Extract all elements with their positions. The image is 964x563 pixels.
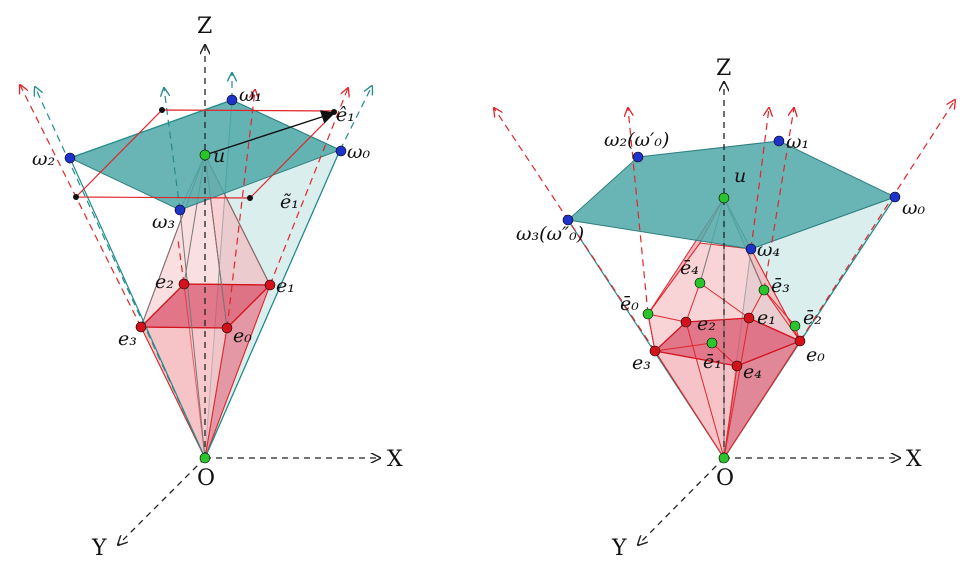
left-node-e0: [221, 322, 233, 334]
right-label-omega1: ω₁: [786, 131, 809, 153]
left-label-omega1: ω₁: [239, 84, 262, 106]
left-node-omega0: [335, 145, 347, 157]
left-black-nodes: [73, 107, 337, 201]
left-label-e3: e₃: [118, 328, 137, 350]
right-label-e0-bar: ē₀: [620, 293, 639, 315]
right-node-omega1: [773, 135, 785, 147]
left-u-to-e1hat-arrow: [204, 110, 336, 156]
right-label-e4-bar: ē₄: [680, 257, 699, 279]
left-label-u: u: [213, 145, 225, 167]
right-node-e3-bar: [758, 284, 770, 296]
right-node-u: [718, 192, 730, 204]
right-node-e3: [649, 345, 661, 357]
right-label-omega3: ω₃(ω″₀): [516, 223, 584, 245]
left-node-omega3: [174, 204, 186, 216]
left-label-omega0: ω₀: [347, 141, 370, 163]
right-axis-z-label: Z: [716, 56, 731, 81]
left-node-omega1: [226, 94, 238, 106]
right-node-omega3: [562, 214, 574, 226]
right-node-omega4: [745, 243, 757, 255]
left-label-e0: e₀: [233, 325, 252, 347]
right-nodes: [562, 135, 901, 464]
right-node-e4-bar: [694, 277, 706, 289]
right-node-origin: [718, 452, 730, 464]
left-label-e1-hat: ê₁: [336, 104, 355, 126]
right-origin-label: O: [716, 466, 734, 491]
left-axis-x-label: X: [387, 447, 403, 472]
left-node-e2: [178, 278, 190, 290]
right-diagram: Z X Y O ω₂(ω′₀) ω₁ ω₀ ω₃(ω″₀) ω₄ u e₀ e₁…: [494, 56, 955, 561]
left-label-omega2: ω₂: [32, 148, 55, 170]
right-label-e3: e₃: [632, 352, 651, 374]
right-node-e1: [743, 312, 755, 324]
right-node-e1-bar: [706, 337, 718, 349]
right-label-omega0: ω₀: [902, 197, 925, 219]
left-nodes: [64, 94, 347, 464]
right-axis-x-label: X: [906, 447, 922, 472]
left-axis-z-label: Z: [197, 14, 212, 39]
right-label-e3-bar: ē₃: [771, 275, 790, 297]
right-node-e4: [731, 360, 743, 372]
right-label-e2-bar: ē₂: [803, 307, 822, 329]
left-label-e2: e₂: [155, 271, 174, 293]
right-top-face: [566, 140, 897, 250]
left-node-u: [199, 149, 211, 161]
right-middle-pentagon: [653, 317, 802, 367]
right-label-u: u: [734, 165, 746, 187]
right-node-e0: [794, 335, 806, 347]
right-label-omega2: ω₂(ω′₀): [604, 129, 669, 151]
right-node-omega2: [632, 151, 644, 163]
left-label-e1-tilde: ẽ₁: [280, 191, 299, 213]
left-axes: [118, 45, 380, 545]
left-node-omega2: [64, 152, 76, 164]
right-dashed-rays: [494, 100, 955, 352]
left-origin-label: O: [197, 466, 215, 491]
right-label-e1: e₁: [757, 307, 776, 329]
right-label-omega4: ω₄: [757, 239, 780, 261]
right-label-e4: e₄: [743, 361, 762, 383]
left-node-e3: [135, 321, 147, 333]
right-node-e2-bar: [789, 320, 801, 332]
left-diagram: Z X Y O ω₁ ω₀ ω₂ ω₃ u ê₁ ẽ₁ e₀ e₁ e₂ e₃: [20, 14, 403, 561]
left-node-e1: [264, 279, 276, 291]
left-node-origin: [199, 452, 211, 464]
right-node-omega0: [889, 191, 901, 203]
right-label-e2: e₂: [697, 313, 716, 335]
left-axis-y-label: Y: [91, 536, 107, 561]
right-axis-y-label: Y: [611, 536, 627, 561]
left-label-omega3: ω₃: [152, 211, 175, 233]
right-label-e0: e₀: [806, 344, 825, 366]
right-axes: [638, 82, 900, 545]
right-node-e2: [680, 316, 692, 328]
right-pink-lower-left: [653, 350, 738, 460]
right-label-e1-bar: ē₁: [703, 351, 722, 373]
left-label-e1: e₁: [276, 275, 295, 297]
right-node-e0-bar: [642, 308, 654, 320]
